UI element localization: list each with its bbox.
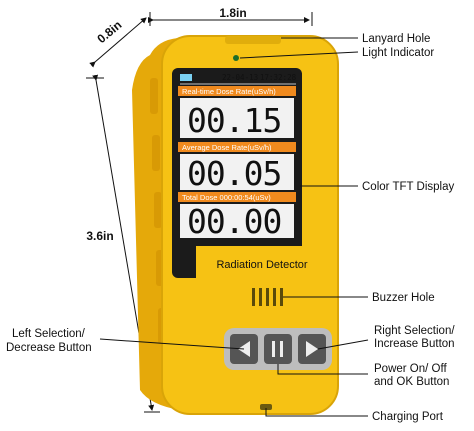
- width-label: 1.8in: [219, 6, 246, 20]
- brand-area: [196, 246, 324, 282]
- callout-light-indicator: Light Indicator: [362, 47, 434, 59]
- total-display: [180, 204, 294, 238]
- power-ok-button[interactable]: [264, 334, 292, 364]
- average-label: Average Dose Rate(uSv/h): [182, 143, 272, 152]
- realtime-value: 00.15: [187, 101, 281, 140]
- lanyard-hole: [225, 36, 281, 44]
- buzzer-holes: [252, 288, 283, 306]
- callout-lines: [99, 37, 369, 417]
- screen-date: 22-04-13: [222, 73, 258, 82]
- callout-buzzer-hole: Buzzer Hole: [372, 292, 435, 304]
- depth-label: 0.8in: [94, 18, 124, 46]
- depth-dimension: 0.8in: [89, 17, 147, 68]
- battery-icon: [180, 74, 192, 81]
- realtime-display: [180, 98, 294, 138]
- callout-charging-port: Charging Port: [372, 411, 444, 423]
- realtime-bar: [178, 86, 296, 96]
- average-display: [180, 154, 294, 190]
- average-bar: [178, 142, 296, 152]
- brand-label: Radiation Detector: [216, 259, 307, 271]
- charging-port: [260, 404, 272, 410]
- grip-ridge: [150, 78, 158, 114]
- average-value: 00.05: [187, 154, 281, 193]
- callout-power-button-2: and OK Button: [374, 376, 449, 388]
- screen-time: 17:32:28: [260, 73, 297, 82]
- grip-ridge: [152, 135, 160, 171]
- realtime-label: Real-time Dose Rate(uSv/h): [182, 87, 276, 96]
- callout-left-button-2: Decrease Button: [6, 342, 92, 354]
- width-dimension: 1.8in: [148, 6, 313, 26]
- right-button[interactable]: [298, 334, 326, 364]
- grip-ridge: [154, 192, 162, 228]
- callout-power-button-1: Power On/ Off: [374, 363, 447, 375]
- total-value: 00.00: [187, 202, 281, 241]
- total-bar: [178, 192, 296, 202]
- callout-lanyard-hole: Lanyard Hole: [362, 33, 430, 45]
- callout-right-button-1: Right Selection/: [374, 325, 455, 337]
- right-arrow-icon: [306, 341, 318, 357]
- pause-icon: [272, 341, 275, 357]
- total-label: Total Dose 000:00:54(uSv): [182, 193, 271, 202]
- radiation-detector-device: 22-04-13 17:32:28 Real-time Dose Rate(uS…: [132, 35, 339, 415]
- callout-left-button-1: Left Selection/: [12, 328, 86, 340]
- height-label: 3.6in: [86, 229, 113, 243]
- light-indicator-led: [233, 55, 239, 61]
- callout-color-tft-display: Color TFT Display: [362, 181, 454, 193]
- callout-right-button-2: Increase Button: [374, 338, 455, 350]
